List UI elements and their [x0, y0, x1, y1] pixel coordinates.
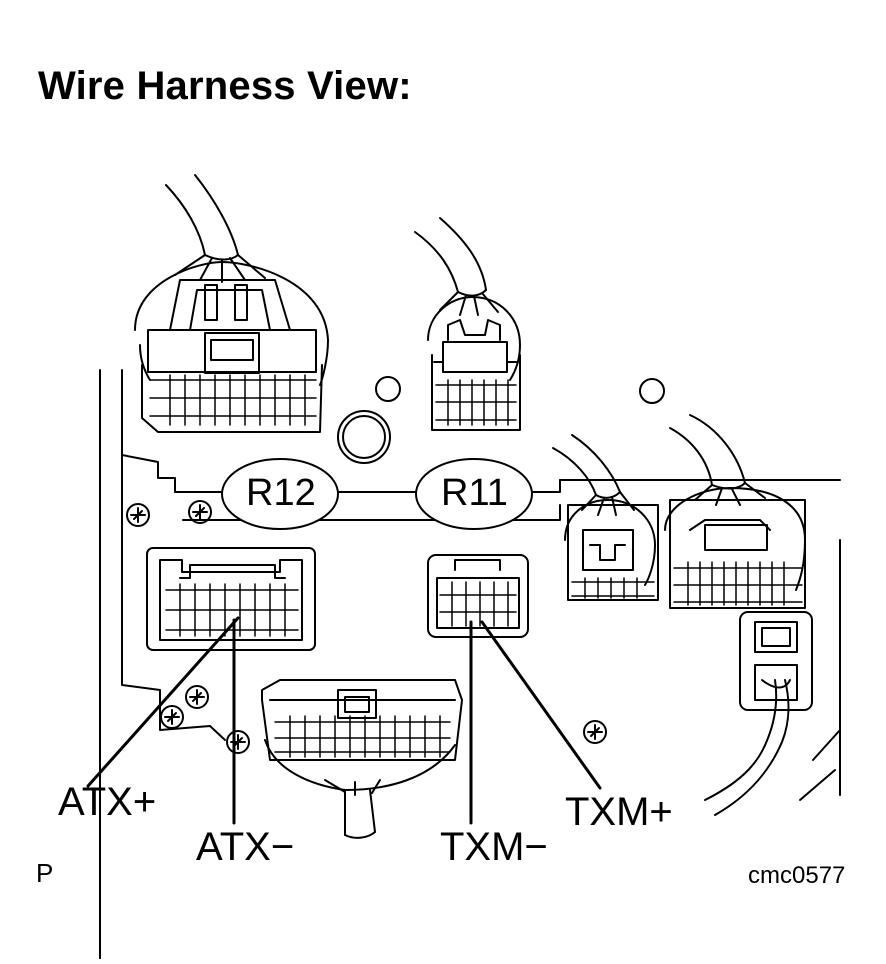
atx-connector [146, 547, 316, 651]
right-small-harness-plug [552, 434, 659, 601]
connector-label-r12: R12 [246, 472, 316, 514]
diagram-title: Wire Harness View: [38, 64, 412, 108]
connector-label-r11: R11 [441, 472, 508, 514]
r12-harness-plug [134, 174, 329, 433]
leader-txm-plus [480, 620, 602, 790]
r11-harness-plug [414, 217, 521, 431]
pin-label-atx-plus: ATX+ [58, 780, 157, 824]
pin-label-atx-minus: ATX− [196, 825, 295, 869]
right-single-connector [704, 611, 813, 816]
lower-harness-plug [261, 679, 463, 839]
figure-code: cmc0577 [748, 862, 846, 889]
txm-connector [427, 554, 529, 638]
view-marker: P [36, 858, 54, 888]
right-large-harness-plug [664, 414, 806, 609]
pin-label-txm-minus: TXM− [440, 825, 548, 869]
screw-icons [126, 500, 607, 754]
connector-id-ovals [221, 458, 533, 530]
mounting-holes [337, 376, 665, 464]
pin-label-txm-plus: TXM+ [565, 790, 673, 834]
leader-atx-plus [86, 616, 240, 788]
leader-lines [86, 616, 602, 825]
